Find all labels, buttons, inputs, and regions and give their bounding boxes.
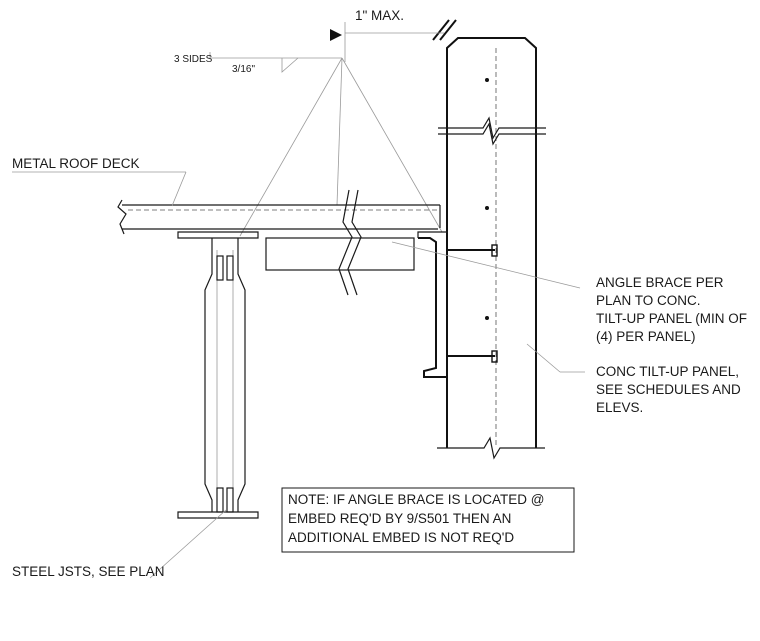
weld-size-text: 3/16" [232,64,255,75]
svg-text:EMBED REQ'D BY 9/S501 THEN AN: EMBED REQ'D BY 9/S501 THEN AN [288,511,511,526]
svg-text:CONC TILT-UP PANEL,: CONC TILT-UP PANEL, [596,364,739,379]
svg-text:ELEVS.: ELEVS. [596,400,643,415]
dimension-1in-max: 1" MAX. [344,8,444,62]
svg-text:TILT-UP PANEL (MIN OF: TILT-UP PANEL (MIN OF [596,311,747,326]
note-box: NOTE: IF ANGLE BRACE IS LOCATED @ EMBED … [281,487,575,553]
svg-text:ANGLE BRACE PER: ANGLE BRACE PER [596,275,724,290]
dimension-text: 1" MAX. [355,8,404,23]
angle-brace-label: ANGLE BRACE PER PLAN TO CONC. TILT-UP PA… [596,275,747,344]
svg-text:PLAN TO CONC.: PLAN TO CONC. [596,293,701,308]
roof-deck-label: METAL ROOF DECK [12,156,140,171]
angle-brace [265,231,498,378]
tilt-up-label: CONC TILT-UP PANEL, SEE SCHEDULES AND EL… [596,364,741,415]
weld-symbol: 3 SIDES 3/16" [174,29,443,237]
weld-flag-icon [330,29,342,41]
joists-label: STEEL JSTS, SEE PLAN [12,564,165,579]
tilt-up-panel [437,37,546,460]
leaders [12,171,585,579]
svg-text:(4) PER PANEL): (4) PER PANEL) [596,329,696,344]
svg-text:SEE SCHEDULES AND: SEE SCHEDULES AND [596,382,741,397]
svg-text:NOTE: IF ANGLE BRACE IS LOCATE: NOTE: IF ANGLE BRACE IS LOCATED @ [288,492,545,507]
steel-joist [177,231,259,519]
weld-sides-text: 3 SIDES [174,54,213,65]
svg-text:ADDITIONAL EMBED IS NOT REQ'D: ADDITIONAL EMBED IS NOT REQ'D [288,530,514,545]
hash-marks [432,19,457,41]
metal-roof-deck [117,189,441,296]
